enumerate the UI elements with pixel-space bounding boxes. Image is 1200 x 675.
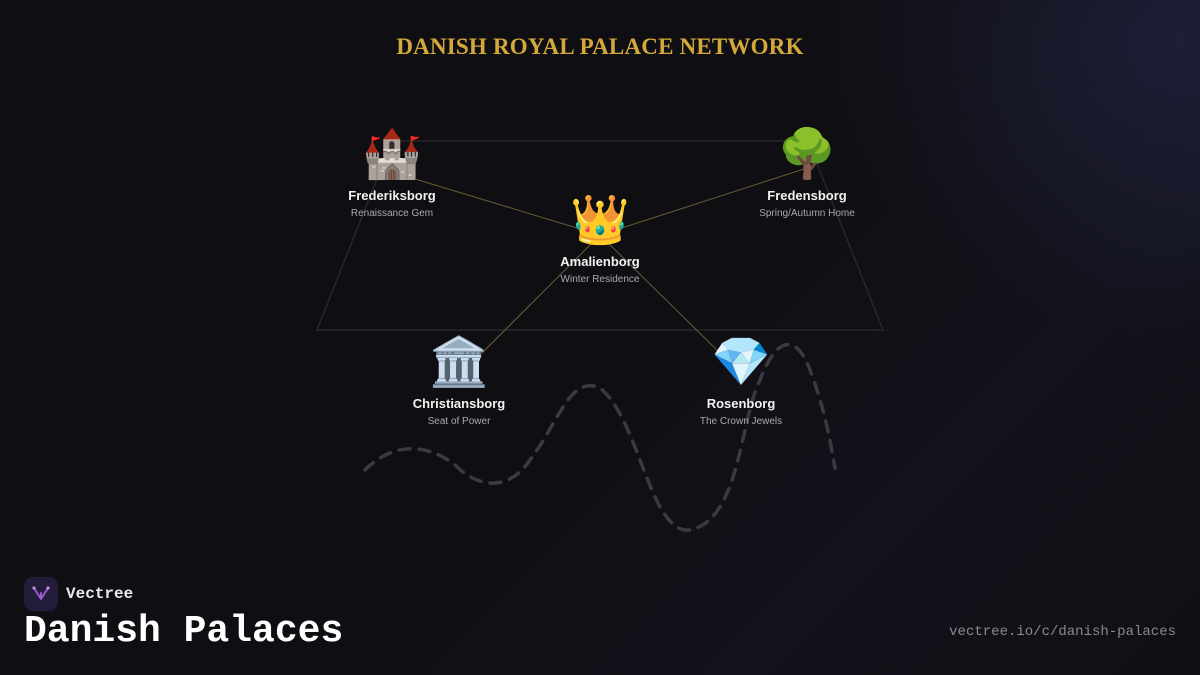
gem-icon: 💎 bbox=[711, 334, 771, 390]
brand-name: Vectree bbox=[66, 585, 134, 603]
node-name: Christiansborg bbox=[412, 396, 506, 411]
edge-frederiksborg-amalienborg bbox=[391, 171, 601, 236]
node-amalienborg[interactable]: 👑 Amalienborg Winter Residence bbox=[500, 192, 700, 285]
vectree-logo-icon bbox=[24, 577, 58, 611]
classical-building-icon: 🏛️ bbox=[429, 334, 489, 390]
node-christiansborg[interactable]: 🏛️ Christiansborg Seat of Power bbox=[359, 334, 559, 427]
crown-icon: 👑 bbox=[570, 192, 630, 248]
diagram-title: DANISH ROYAL PALACE NETWORK bbox=[396, 34, 804, 59]
castle-icon: 🏰 bbox=[362, 126, 422, 182]
node-subtitle: Winter Residence bbox=[560, 274, 640, 285]
node-subtitle: Renaissance Gem bbox=[350, 208, 434, 219]
node-subtitle: Spring/Autumn Home bbox=[759, 208, 855, 219]
node-frederiksborg[interactable]: 🏰 Frederiksborg Renaissance Gem bbox=[292, 126, 492, 219]
edge-layer bbox=[391, 167, 808, 356]
node-subtitle: Seat of Power bbox=[427, 416, 491, 427]
decorative-dashed-curve bbox=[363, 342, 837, 532]
node-name: Rosenborg bbox=[706, 396, 776, 411]
tree-icon: 🌳 bbox=[777, 126, 837, 182]
node-subtitle: The Crown Jewels bbox=[699, 416, 783, 427]
edge-amalienborg-fredensborg bbox=[599, 167, 808, 236]
brand[interactable]: Vectree bbox=[24, 577, 133, 611]
page-url[interactable]: vectree.io/c/danish-palaces bbox=[949, 624, 1176, 640]
node-rosenborg[interactable]: 💎 Rosenborg The Crown Jewels bbox=[641, 334, 841, 427]
node-name: Frederiksborg bbox=[348, 188, 436, 203]
node-name: Fredensborg bbox=[767, 188, 847, 203]
edge-amalienborg-rosenborg bbox=[599, 234, 723, 356]
page-title: Danish Palaces bbox=[24, 610, 344, 653]
node-fredensborg[interactable]: 🌳 Fredensborg Spring/Autumn Home bbox=[707, 126, 907, 219]
background-trapezoid bbox=[315, 140, 885, 331]
node-name: Amalienborg bbox=[560, 254, 640, 269]
edge-amalienborg-christiansborg bbox=[479, 234, 601, 356]
